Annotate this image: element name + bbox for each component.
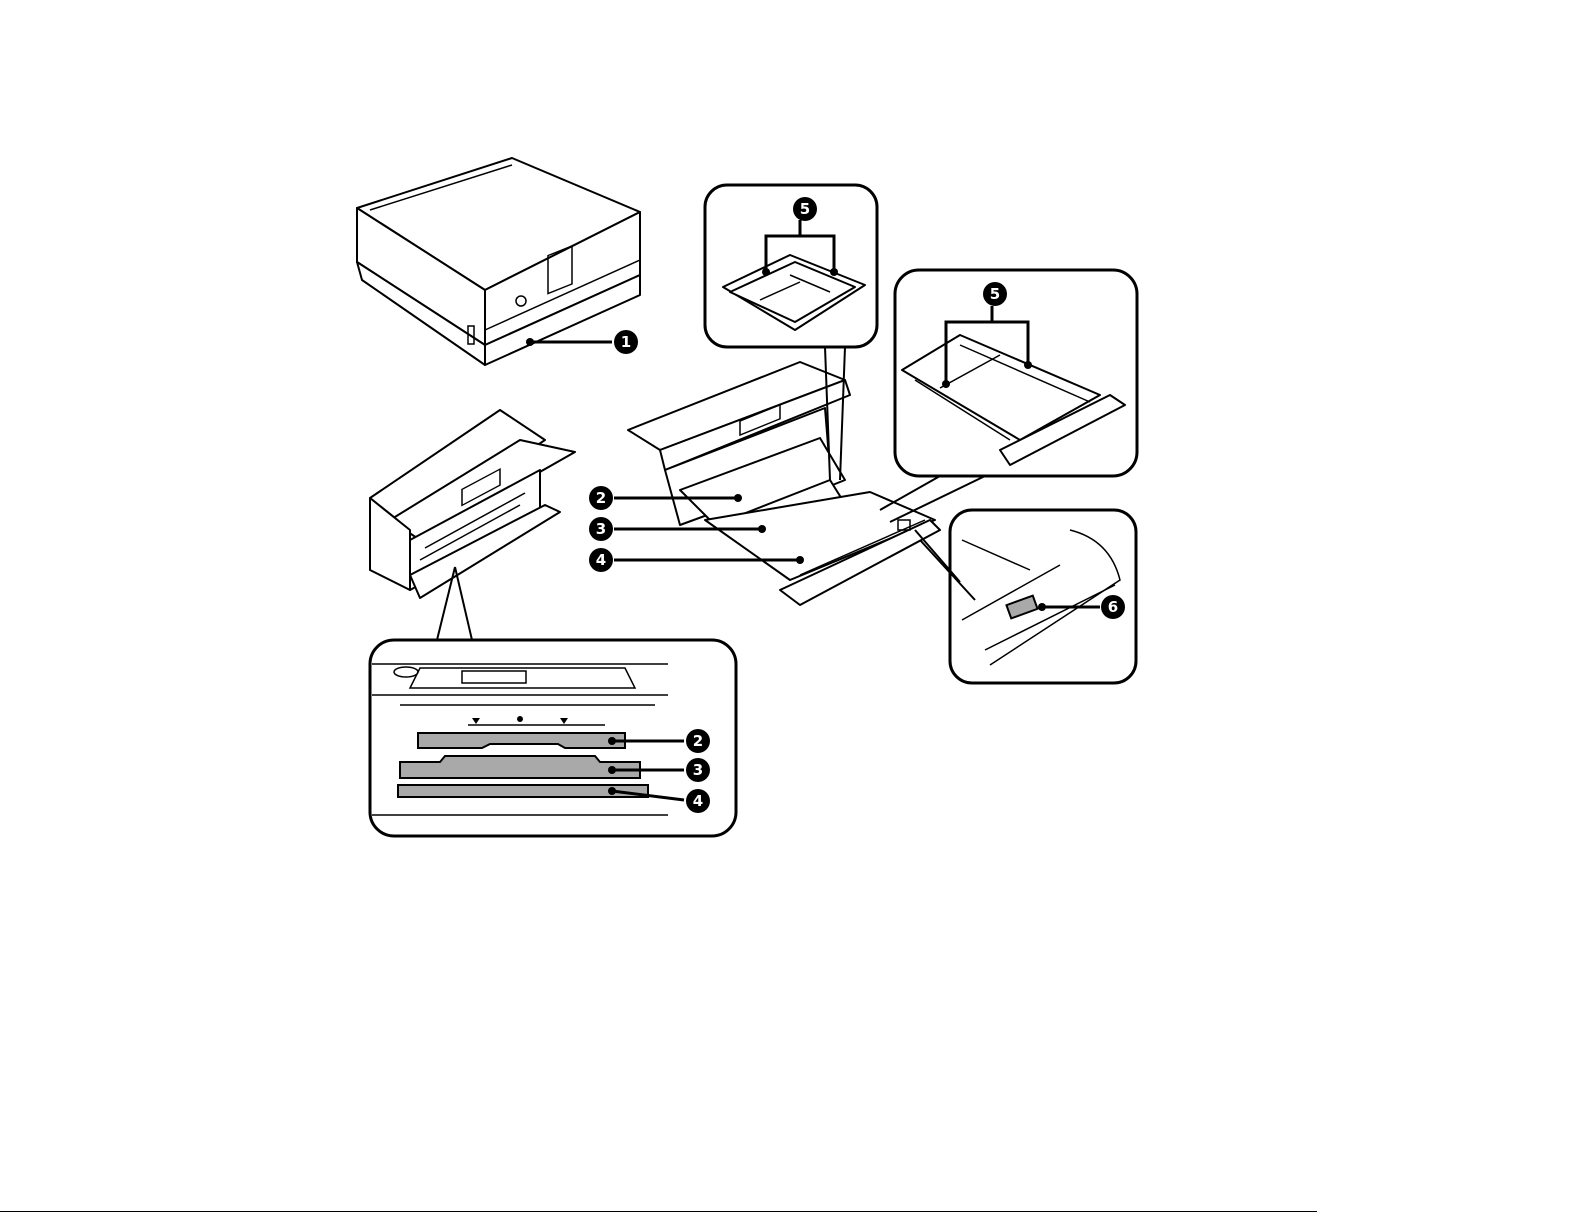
callout-4-main: 4 (589, 548, 613, 572)
callout-4-inset: 4 (686, 789, 710, 813)
callout-5-right: 5 (983, 282, 1007, 306)
inset-photo-tray-edge-guides (705, 185, 877, 347)
callout-3-main: 3 (589, 517, 613, 541)
callout-2-main: 2 (589, 486, 613, 510)
callout-5-top: 5 (793, 197, 817, 221)
callout-2-inset: 2 (686, 729, 710, 753)
inset-lower-cassette-edge-guides (895, 270, 1137, 476)
inset-front-view-cassettes (370, 567, 736, 836)
page-footer-rule (0, 1211, 1317, 1212)
callout-5-top-label: 5 (800, 200, 810, 218)
callout-1: 1 (614, 330, 638, 354)
callout-3-inset-label: 3 (693, 761, 703, 779)
callout-6-label: 6 (1108, 598, 1118, 616)
callout-5-right-label: 5 (990, 285, 1000, 303)
printer-overview (357, 158, 640, 365)
callout-4-inset-label: 4 (693, 792, 703, 810)
callout-2-inset-label: 2 (693, 732, 703, 750)
callout-4-main-label: 4 (596, 551, 606, 569)
callout-3-inset: 3 (686, 758, 710, 782)
callout-1-label: 1 (621, 333, 631, 351)
printer-cassette-removed-view (628, 362, 940, 605)
callout-6: 6 (1101, 595, 1125, 619)
printer-front-left-view (370, 410, 575, 598)
callout-3-main-label: 3 (596, 520, 606, 538)
callout-2-main-label: 2 (596, 489, 606, 507)
